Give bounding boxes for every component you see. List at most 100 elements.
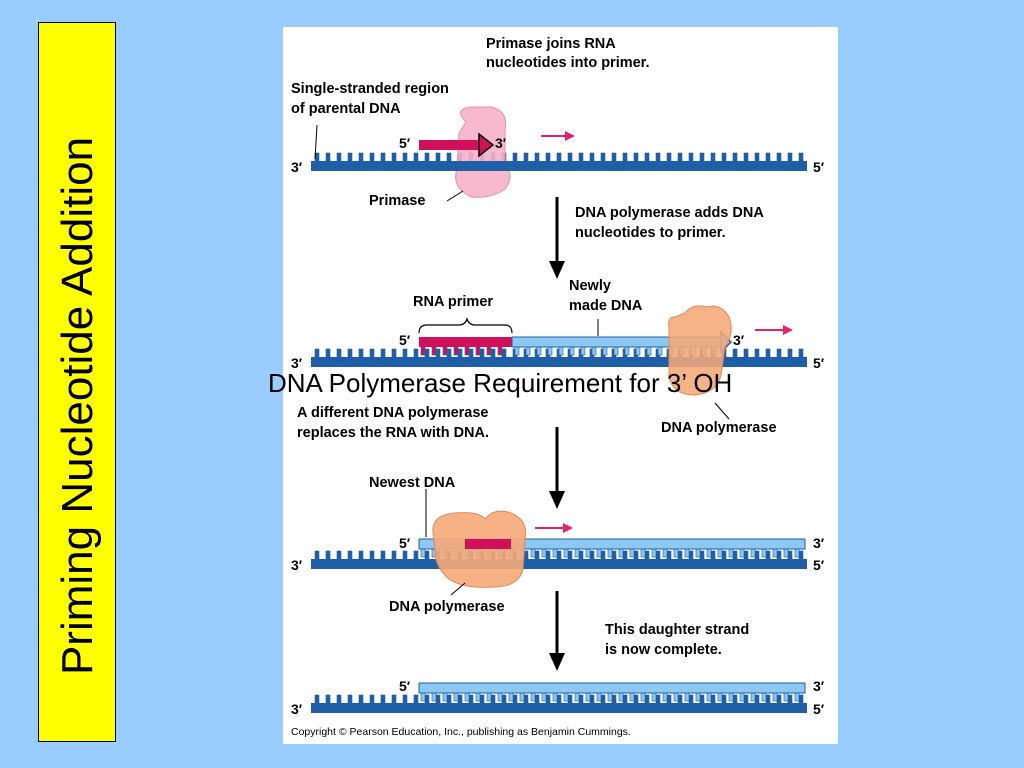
new-dna-4 [418,682,806,694]
label-primase: Primase [369,193,425,209]
base-tick [563,692,569,702]
base-tick [490,694,496,704]
base-tick [635,346,641,356]
base-tick [402,550,408,560]
rna-primer-1 [419,140,479,150]
label-newest-dna: Newest DNA [369,475,456,491]
rna-primer-bracket [418,317,513,334]
base-tick [464,346,470,356]
base-tick [380,348,386,358]
base-tick [611,152,617,162]
end-5-prime-new-3: 5′ [399,535,411,551]
end-5-prime-primer-1: 5′ [399,135,411,151]
base-tick [424,550,430,560]
base-tick [563,548,569,558]
copyright-notice: Copyright © Pearson Education, Inc., pub… [291,726,631,738]
base-tick [435,694,441,704]
base-tick [552,692,558,702]
base-tick [453,346,459,356]
base-tick [347,694,353,704]
pointer-primase [446,190,464,202]
base-tick [761,548,767,558]
stage-3-replacement: Newest DNA DNA polymerase 5′ 3′ 3′ 5′ [291,475,825,615]
base-tick [336,550,342,560]
base-tick [369,694,375,704]
base-tick [776,348,782,358]
base-tick [501,694,507,704]
side-title: Priming Nucleotide Addition [53,136,102,676]
base-tick [666,152,672,162]
base-tick [512,152,518,162]
base-tick [655,694,661,704]
base-tick [618,692,624,702]
base-tick [391,550,397,560]
base-tick [655,152,661,162]
label-newly-made-2: made DNA [569,298,643,314]
base-tick [519,692,525,702]
base-tick [413,348,419,358]
base-tick [662,692,668,702]
base-tick [402,694,408,704]
base-tick [651,692,657,702]
base-tick [644,152,650,162]
base-tick [556,694,562,704]
base-tick [523,152,529,162]
base-tick [325,348,331,358]
base-tick [688,550,694,560]
base-tick [622,550,628,560]
base-tick [787,152,793,162]
base-tick [798,694,804,704]
base-tick [541,692,547,702]
base-tick [468,694,474,704]
base-tick [541,548,547,558]
base-tick [739,692,745,702]
base-tick [732,694,738,704]
base-tick [646,346,652,356]
base-tick [728,548,734,558]
base-tick [624,346,630,356]
base-tick [787,550,793,560]
base-tick [794,692,800,702]
base-tick [783,692,789,702]
base-tick [710,550,716,560]
base-tick [695,548,701,558]
base-tick [525,346,531,356]
base-tick [358,348,364,358]
step-arrow-1-head [549,261,565,279]
base-tick [435,152,441,162]
parental-strand-2 [311,357,807,367]
base-tick [424,152,430,162]
dna-polymerase-blob-1 [668,305,732,396]
base-tick [446,348,452,358]
base-tick [574,692,580,702]
base-tick [391,152,397,162]
base-tick [325,550,331,560]
base-tick [776,550,782,560]
base-tick [798,550,804,560]
base-tick [420,548,426,558]
end-5-prime-parental-4: 5′ [813,701,825,717]
base-tick [534,550,540,560]
label-different-pol-2: replaces the RNA with DNA. [297,425,489,441]
base-tick [457,348,463,358]
base-tick [706,548,712,558]
pink-arrow-3-head [563,523,573,533]
label-pol-adds-2: nucleotides to primer. [575,225,726,241]
label-pol-adds-1: DNA polymerase adds DNA [575,205,764,221]
base-tick [721,694,727,704]
remaining-rna-3 [465,539,511,549]
base-tick [497,346,503,356]
base-tick [688,694,694,704]
base-tick [314,550,320,560]
base-tick [556,152,562,162]
base-tick [442,692,448,702]
base-tick [633,152,639,162]
label-primase-joins-2: nucleotides into primer. [486,55,650,71]
base-tick [501,348,507,358]
base-tick [651,548,657,558]
base-tick [479,348,485,358]
base-tick [607,692,613,702]
base-tick [699,550,705,560]
parental-strand-4 [311,703,807,713]
base-tick [446,152,452,162]
